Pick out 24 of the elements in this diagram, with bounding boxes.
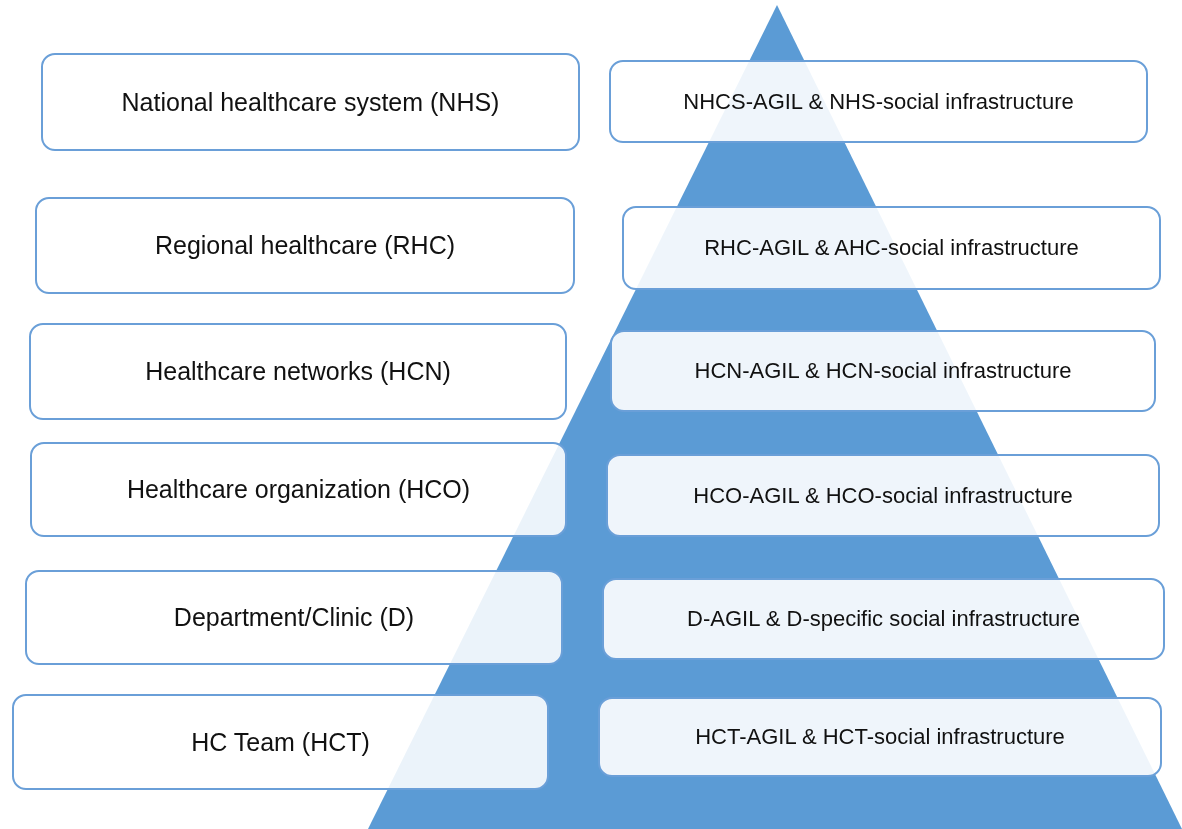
level-label: HCO-AGIL & HCO-social infrastructure — [693, 482, 1073, 509]
level-box — [29, 323, 567, 420]
level-label: HCN-AGIL & HCN-social infrastructure — [694, 358, 1072, 384]
level-box — [30, 442, 567, 537]
level-box — [12, 694, 549, 790]
level-box — [606, 454, 1160, 537]
level-label: National healthcare system (NHS) — [121, 87, 500, 117]
level-label: Healthcare networks (HCN) — [145, 357, 451, 386]
level-box — [609, 60, 1148, 143]
level-label: HC Team (HCT) — [191, 727, 370, 757]
level-label: Healthcare organization (HCO) — [126, 475, 471, 504]
level-label: RHC-AGIL & AHC-social infrastructure — [704, 235, 1079, 261]
level-box — [41, 53, 580, 151]
level-label: Regional healthcare (RHC) — [154, 231, 456, 260]
level-label: D-AGIL & D-specific social infrastructure — [687, 606, 1080, 632]
level-box — [602, 578, 1165, 660]
level-label: NHCS-AGIL & NHS-social infrastructure — [683, 88, 1074, 115]
level-box — [35, 197, 575, 294]
level-box — [598, 697, 1162, 777]
level-box — [25, 570, 563, 665]
level-label: Department/Clinic (D) — [173, 603, 415, 632]
level-box — [610, 330, 1156, 412]
level-label: HCT-AGIL & HCT-social infrastructure — [695, 724, 1065, 750]
level-box — [622, 206, 1161, 290]
